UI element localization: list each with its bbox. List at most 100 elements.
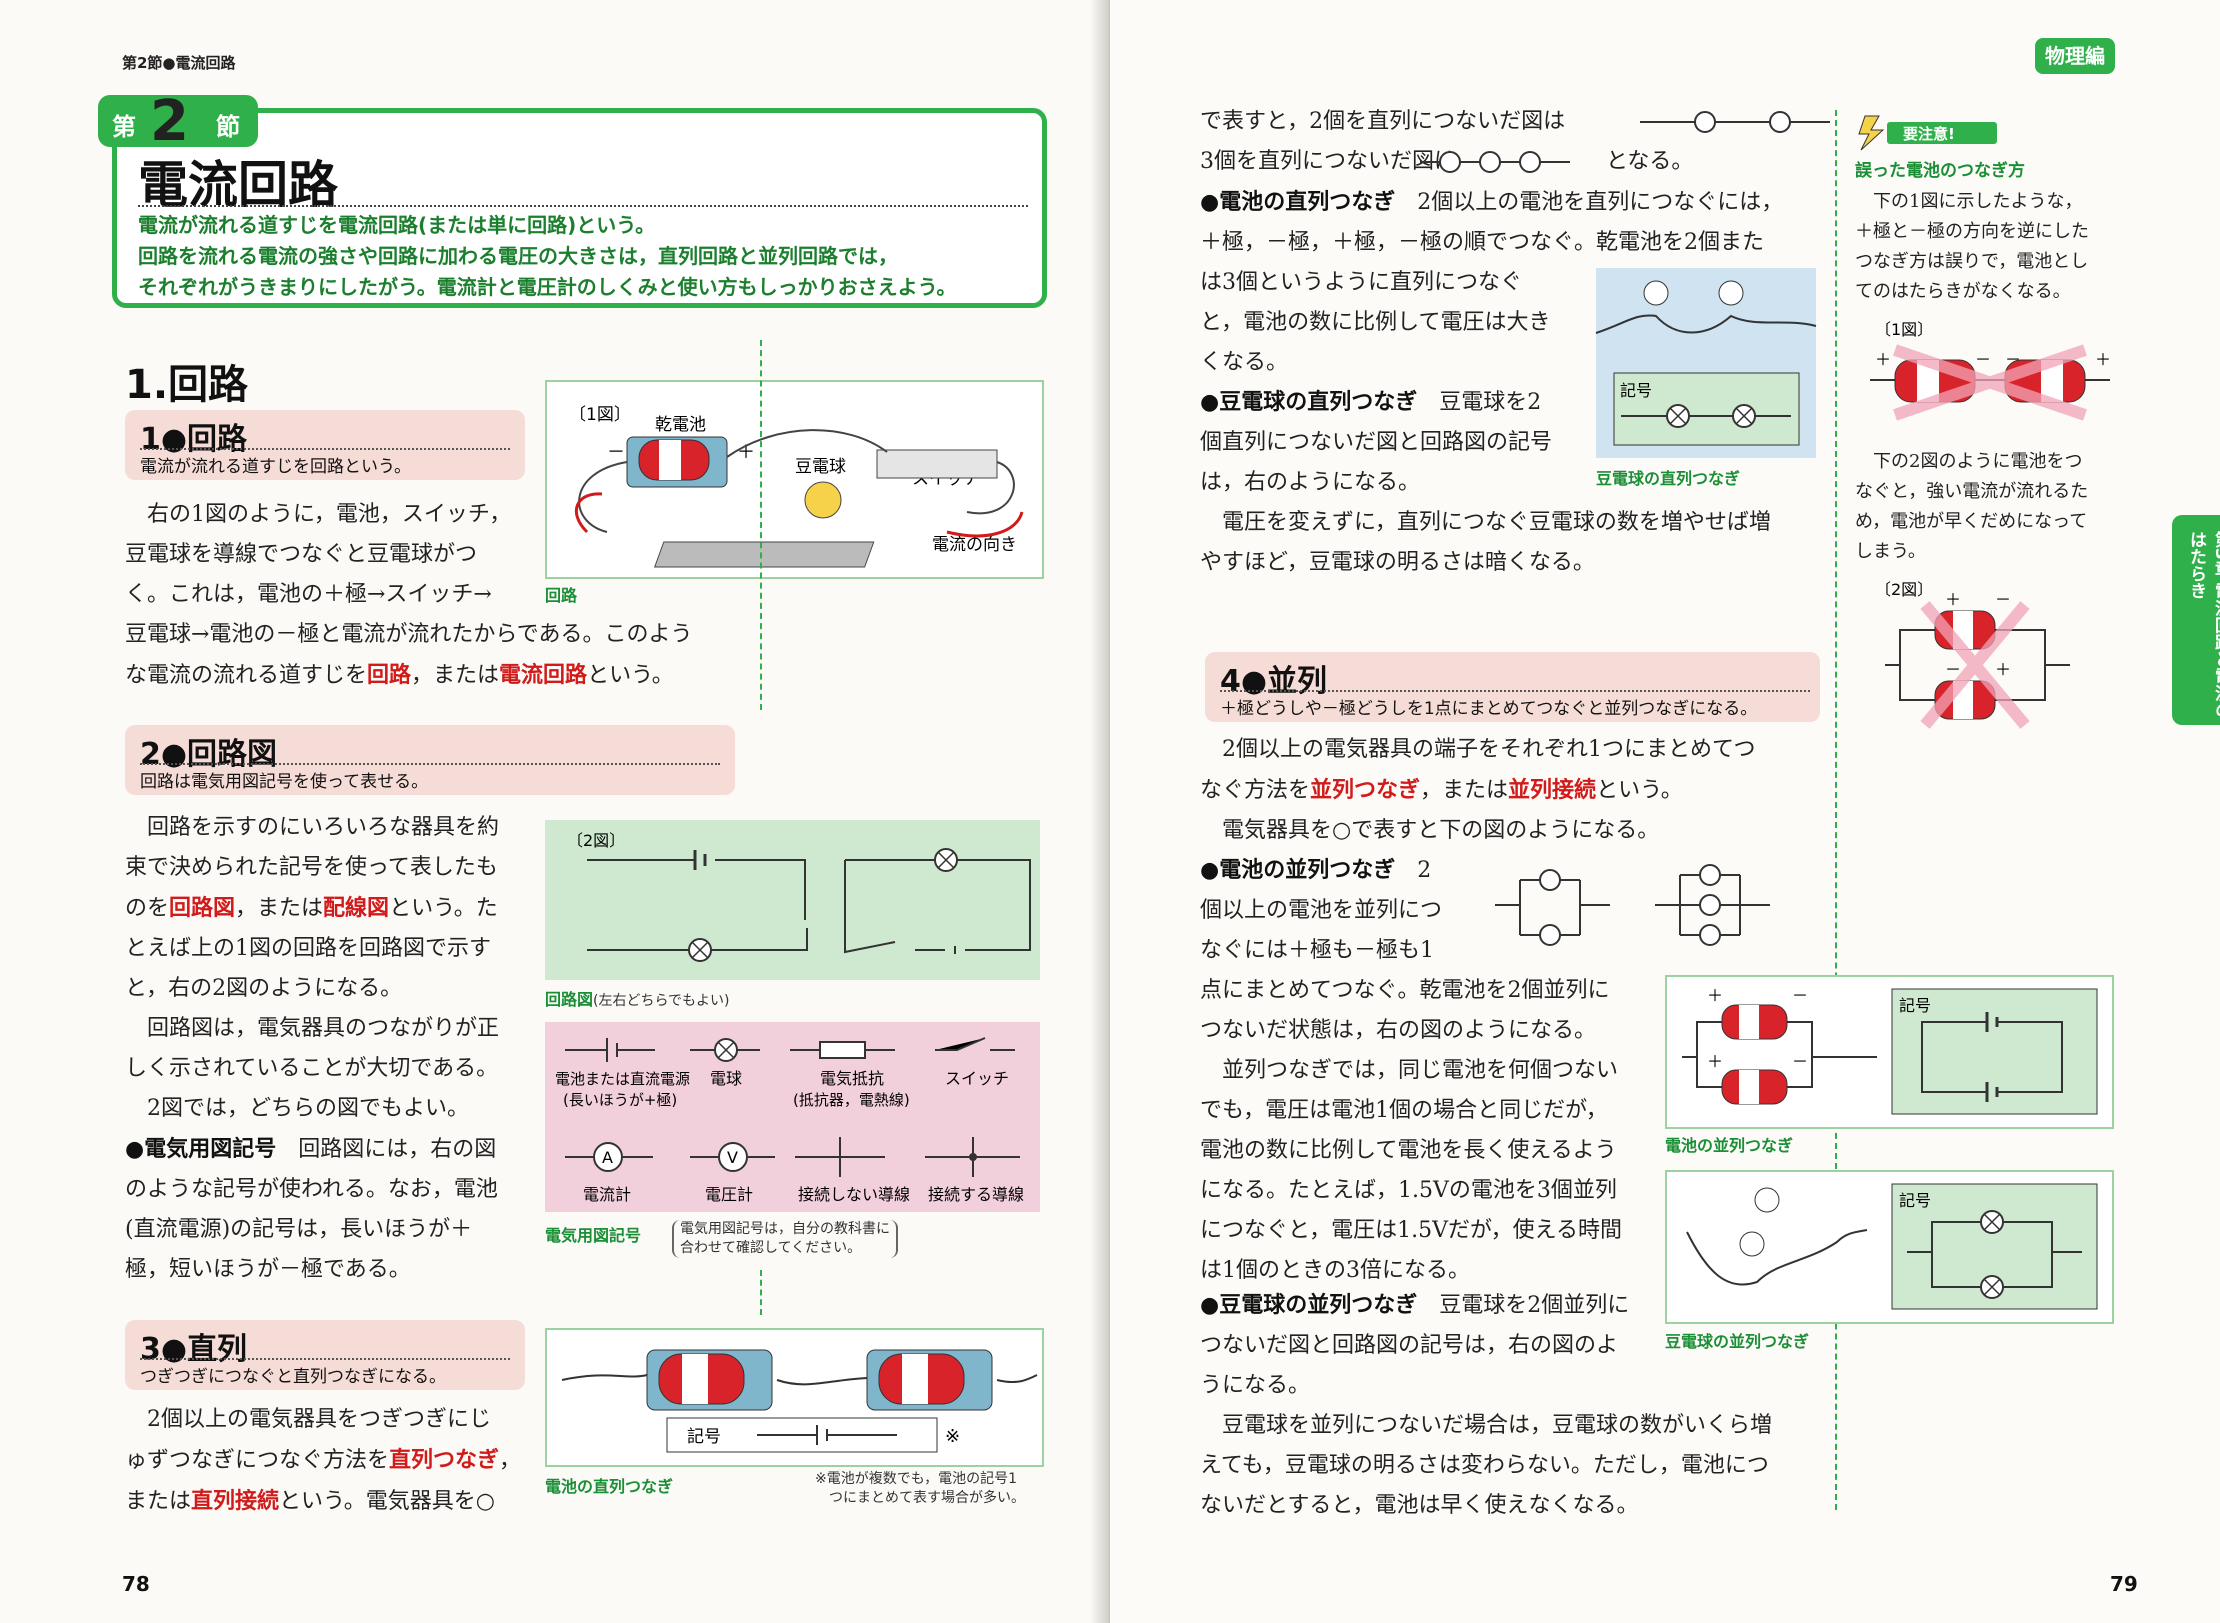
bullet-heading-bulb-parallel: ●豆電球の並列つなぎ — [1200, 1292, 1418, 1318]
bulb-parallel-symbol-label: 記号 — [1899, 1191, 1931, 1210]
sym-ammeter-label: 電流計 — [583, 1185, 631, 1204]
text-line: 豆電球を並列につないだ場合は，豆電球の数がいくら増 — [1222, 1413, 1773, 1438]
subsection-title-4: 4●並列 — [1220, 664, 1328, 699]
bulb-cross — [1669, 407, 1687, 425]
plus-label: ＋ — [1707, 986, 1723, 1005]
ammeter-glyph: A — [602, 1148, 613, 1167]
element-circle — [1769, 111, 1791, 133]
battery-stripe — [1739, 1070, 1759, 1104]
sym-voltmeter-label: 電圧計 — [705, 1185, 753, 1204]
text-line: ないだとすると，電池は早く使えなくなる。 — [1200, 1493, 1639, 1518]
parallel-symbol-wire — [1921, 1021, 2063, 1093]
text-span: ，または — [411, 663, 500, 688]
text-line: く。これは，電池の＋極→スイッチ→ — [125, 582, 492, 607]
bulb-icon — [1754, 1187, 1780, 1213]
intro-line-2: 回路を流れる電流の強さや回路に加わる電圧の大きさは，直列回路と並列回路では， — [138, 244, 898, 268]
setsu-number: 2 — [150, 89, 189, 154]
term-haisenzu: 配線図 — [323, 895, 390, 921]
text-span: または — [125, 1489, 192, 1514]
side-tab-text: 第3章 電流回路と電流のはたらき — [2186, 531, 2220, 719]
wire — [1686, 1229, 1868, 1286]
sym-wire-cross-label: 接続しない導線 — [798, 1185, 910, 1204]
section-heading-1: 1.回路 — [125, 362, 249, 408]
switch-symbol — [935, 1037, 1015, 1051]
text-line: 右の1図のように，電池，スイッチ， — [147, 502, 512, 527]
bulb-icon — [1643, 280, 1669, 306]
element-circle — [1539, 869, 1561, 891]
bulb-series-drawing: 記号 — [1595, 280, 1817, 446]
term-heiretsu-setsuzoku: 並列接続 — [1508, 777, 1597, 803]
figure-2-drawing: 〔2図〕 — [567, 831, 1031, 962]
bulb-icon — [1718, 280, 1744, 306]
text-line: 3個を直列につないだ図はとなる。 — [1200, 142, 1840, 182]
text-line: な電流の流れる道すじを回路，または電流回路という。 — [125, 655, 745, 696]
page-number-left: 78 — [122, 1572, 150, 1596]
text-line: (直流電源)の記号は，長いほうが＋ — [125, 1217, 473, 1242]
fig3-note-line: ※電池が複数でも，電池の記号1 — [815, 1471, 1018, 1487]
text-span: 2個以上の電池を直列につなぐには， — [1417, 190, 1784, 215]
series-element-diagrams — [1420, 111, 1830, 173]
text-span: ， — [499, 1448, 522, 1473]
text-line: 個直列につないだ図と回路図の記号 — [1200, 430, 1553, 455]
bulb-icon — [804, 481, 842, 519]
plus-label: ＋ — [1875, 350, 1891, 369]
symbols-note-line: 合わせて確認してください。 — [680, 1240, 862, 1256]
subsection-rule — [140, 448, 510, 450]
text-span: ，または — [1420, 778, 1509, 803]
column-divider — [1835, 110, 1837, 1510]
parallel-text: 2個以上の電気器具の端子をそれぞれ1つにまとめてつ なぐ方法を並列つなぎ，または… — [1200, 730, 1840, 851]
text-line: ●豆電球の直列つなぎ 豆電球を2 — [1200, 382, 1840, 423]
wire — [1682, 1021, 1877, 1088]
text-span: 2 — [1417, 858, 1432, 883]
battery-symbol — [757, 1425, 897, 1445]
subsection-desc-2: 回路は電気用図記号を使って表せる。 — [140, 772, 429, 792]
battery-symbol — [565, 1038, 655, 1062]
text-line: は3個というように直列につなぐ — [1200, 270, 1522, 295]
circuit-wire — [844, 859, 1031, 954]
wires — [578, 429, 1015, 533]
sym-battery-label: 電池または直流電源 — [555, 1070, 690, 1088]
battery-stripe — [1917, 360, 1939, 402]
battery-stripe — [902, 1354, 928, 1404]
setsu-tab: 第 2 節 — [98, 89, 258, 154]
voltmeter-icon — [718, 1142, 748, 1172]
setsu-label-a: 第 — [112, 113, 136, 141]
text-line: 下の2図のように電池をつ — [1873, 451, 2083, 472]
text-line: 束で決められた記号を使って表したも — [125, 855, 498, 880]
element-circle — [1519, 151, 1541, 173]
sym-battery-note: (長いほうが+極) — [563, 1091, 677, 1109]
text-span: 豆電球を2 — [1439, 390, 1542, 415]
fig3-caption: 電池の直列つなぎ — [545, 1477, 674, 1496]
chapter-title: 電流回路 — [138, 156, 338, 214]
fig2-caption-note: (左右どちらでもよい) — [593, 993, 730, 1009]
symbols-caption: 電気用図記号 — [545, 1226, 642, 1245]
subsection-title-1: 1●回路 — [140, 422, 248, 457]
text-line: つないだ図と回路図の記号は，右の図のよ — [1200, 1333, 1619, 1358]
right-top-text: で表すと，2個を直列につないだ図は 3個を直列につないだ図はとなる。 — [1200, 102, 1840, 182]
caution-note: 要注意! 誤った電池のつなぎ方 下の1図に示したような， ＋極と－極の方向を逆に… — [1855, 112, 2155, 739]
bulb-icon — [1739, 1231, 1765, 1257]
term-chokuretsu-tsunagi: 直列つなぎ — [389, 1447, 500, 1473]
text-line: または直列接続という。電気器具を○ — [125, 1481, 535, 1522]
text-line: なぐには＋極も－極も1 — [1200, 938, 1434, 963]
battery-stripe — [2041, 360, 2063, 402]
symbols-note: 電気用図記号は，自分の教科書に 合わせて確認してください。 — [672, 1220, 898, 1258]
text-span: という。電気器具を○ — [279, 1489, 495, 1514]
text-line: しまう。 — [1855, 541, 1926, 562]
fig2-caption-main: 回路図 — [545, 990, 594, 1009]
subsection-rule — [140, 1358, 510, 1360]
subsection-desc-3: つぎつぎにつなぐと直列つなぎになる。 — [140, 1367, 446, 1387]
minus-label: － — [1945, 660, 1961, 679]
text-line: ●豆電球の並列つなぎ 豆電球を2個並列に — [1200, 1285, 1840, 1326]
sym-resistor-label: 電気抵抗 — [820, 1069, 884, 1088]
intro-line-1: 電流が流れる道すじを電流回路(または単に回路)という。 — [138, 213, 656, 237]
text-line: えても，豆電球の明るさは変わらない。ただし，電池につ — [1200, 1453, 1769, 1478]
text-line: ●電気用図記号 回路図には，右の図 — [125, 1129, 535, 1170]
bullet-heading-bulb-series: ●豆電球の直列つなぎ — [1200, 389, 1418, 415]
bullet-heading-battery-series: ●電池の直列つなぎ — [1200, 189, 1396, 215]
text-line: 個以上の電池を並列につ — [1200, 898, 1443, 923]
wires — [561, 1374, 1038, 1386]
subsection-body-3: 2個以上の電気器具をつぎつぎにじ ゅずつなぎにつなぐ方法を直列つなぎ， または直… — [125, 1400, 535, 1522]
sym-resistor-note: (抵抗器，電熱線) — [793, 1091, 910, 1109]
subsection-band-3: 3●直列 つぎつぎにつなぐと直列つなぎになる。 — [125, 1320, 525, 1390]
